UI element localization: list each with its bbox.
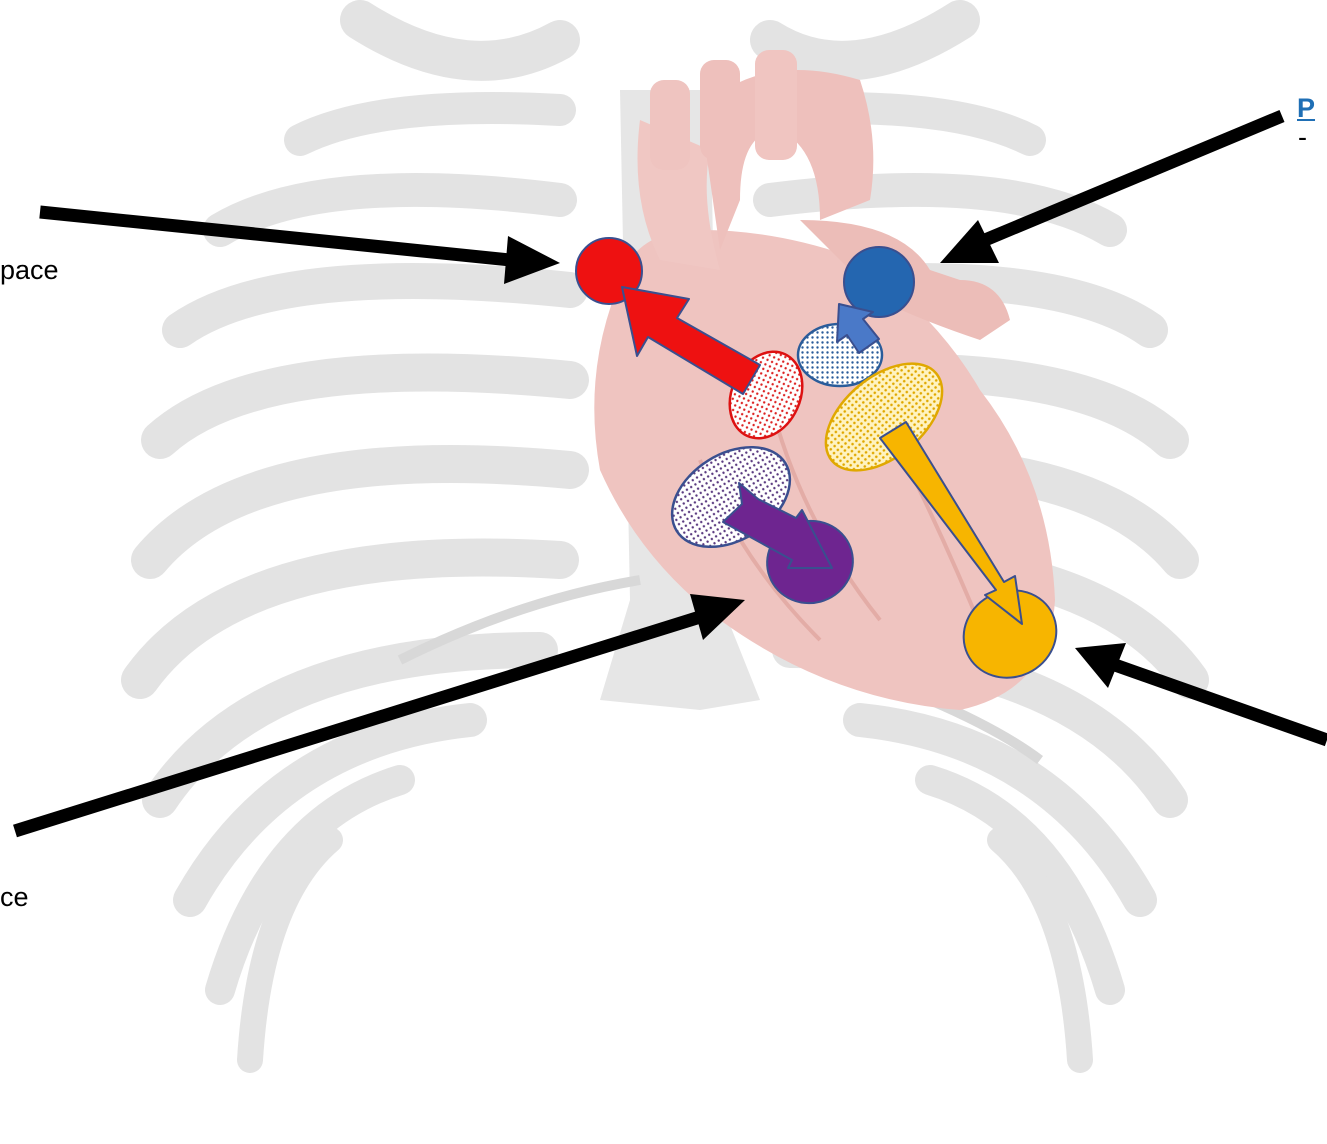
label-bottom-left: ce bbox=[0, 882, 29, 913]
label-top-right-bullet: - bbox=[1298, 122, 1307, 153]
vessel-3 bbox=[755, 50, 797, 160]
left-rib-1 bbox=[300, 108, 560, 140]
vessel-1 bbox=[650, 80, 690, 170]
right-clavicle bbox=[770, 20, 960, 61]
pointer-arrow-mitral-line bbox=[1115, 665, 1327, 740]
left-rib-4 bbox=[160, 373, 570, 441]
label-top-right-heading[interactable]: P bbox=[1297, 93, 1315, 124]
pulmonic-point-circle bbox=[844, 247, 914, 317]
vessel-2 bbox=[700, 60, 740, 160]
left-clavicle bbox=[360, 20, 560, 61]
left-rib-3 bbox=[180, 281, 570, 330]
left-rib-2 bbox=[220, 190, 560, 230]
label-top-left: pace bbox=[0, 255, 59, 286]
